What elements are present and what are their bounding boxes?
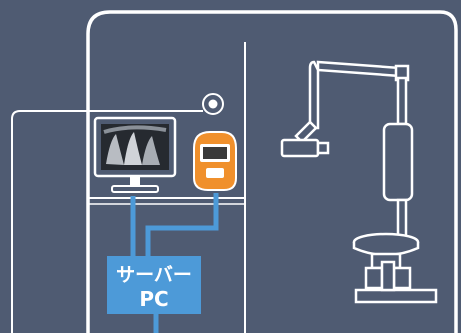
server-pc-box: サーバー PC [107, 256, 201, 314]
network-cable [130, 193, 219, 333]
counter-desk [88, 197, 245, 205]
monitor-icon [93, 116, 177, 193]
room-frame [86, 10, 458, 333]
external-line [11, 110, 203, 333]
server-label-line2: PC [139, 287, 168, 311]
dental-xray-unit-icon [280, 60, 438, 304]
wall-outlet-icon [202, 93, 224, 115]
xray-sensor-icon [193, 131, 237, 191]
server-label-line1: サーバー [116, 264, 192, 286]
